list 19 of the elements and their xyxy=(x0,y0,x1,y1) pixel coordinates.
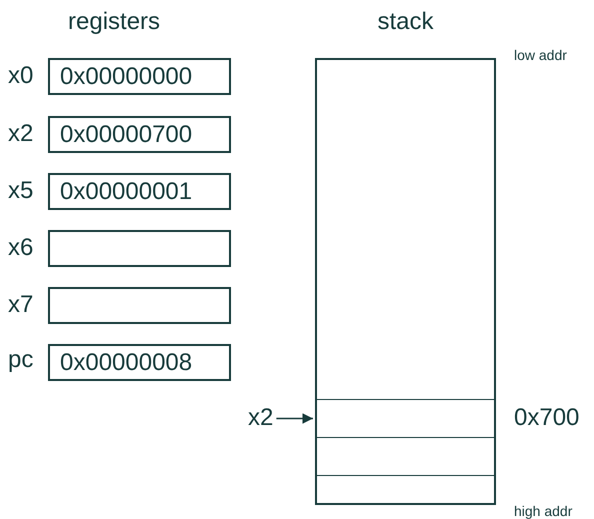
register-box xyxy=(48,230,231,267)
address-label: 0x700 xyxy=(514,404,580,432)
register-name: x5 xyxy=(8,177,34,205)
column-heading: registers xyxy=(68,8,160,36)
register-box: 0x00000000 xyxy=(48,58,231,95)
register-box: 0x00000700 xyxy=(48,116,231,153)
arrow xyxy=(276,413,313,424)
register-name: x6 xyxy=(8,234,34,262)
register-name: x7 xyxy=(8,291,34,319)
register-box: 0x00000008 xyxy=(48,344,231,381)
register-name: x0 xyxy=(8,62,34,90)
address-label: low addr xyxy=(514,47,567,63)
address-label: high addr xyxy=(514,503,572,519)
register-name: pc xyxy=(8,346,34,374)
register-box: 0x00000001 xyxy=(48,173,231,210)
column-heading: stack xyxy=(376,8,434,36)
pointer-label: x2 xyxy=(248,404,274,432)
register-name: x2 xyxy=(8,120,34,148)
register-box xyxy=(48,287,231,324)
